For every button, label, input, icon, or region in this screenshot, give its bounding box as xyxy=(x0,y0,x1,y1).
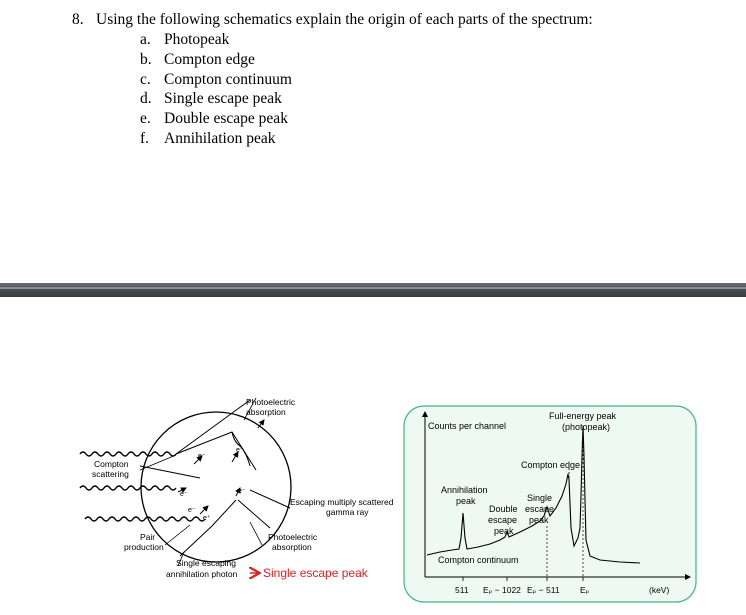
photoelectric-label-bottom: Photoelectric absorption xyxy=(268,532,320,552)
tick-label: 511 xyxy=(455,585,469,595)
escape-path xyxy=(249,489,291,509)
list-item: d. Single escape peak xyxy=(140,89,732,109)
electron-label: e⁻ xyxy=(238,488,246,495)
page-divider-bar xyxy=(0,283,746,297)
list-item: e. Double escape peak xyxy=(140,109,732,129)
photoelectric-label-top: Photoelectric absorption xyxy=(246,397,298,417)
single-escape-annotation: Single escape peak xyxy=(263,566,369,580)
compton-scattering-label: Compton scattering xyxy=(92,459,131,479)
escaping-gamma-label: Escaping multiply scattered gamma ray xyxy=(290,497,396,517)
electron-label: e⁻ xyxy=(236,447,244,454)
list-item: b. Compton edge xyxy=(140,50,732,70)
tick-label: Eₚ − 1022 xyxy=(483,585,521,595)
scatter-path-4 xyxy=(231,431,251,467)
photo-path-bottom xyxy=(237,499,271,529)
y-axis-label: Counts per channel xyxy=(428,421,506,431)
gamma-ray-compton xyxy=(79,451,177,457)
scatter-path-1 xyxy=(175,399,251,455)
spectrum-panel: Counts per channel Full-energy peak (pho… xyxy=(403,405,697,603)
single-escaping-label: Single escaping annihilation photon xyxy=(166,558,238,579)
item-letter: d. xyxy=(140,90,152,108)
item-label: Photopeak xyxy=(164,31,230,48)
gamma-ray-pair xyxy=(84,516,206,522)
gamma-ray-middle xyxy=(79,485,177,491)
item-label: Single escape peak xyxy=(164,90,282,108)
electron-label: e⁻ xyxy=(188,507,196,514)
electron-label: e⁻ xyxy=(198,453,206,460)
annihilation-path-2 xyxy=(211,499,237,527)
electron-label: e⁻ xyxy=(180,491,188,498)
interaction-schematic: e⁻ e⁻ e⁻ e⁻ e⁺ e⁻ Photoelectric absorpti… xyxy=(79,397,396,580)
tick-label: Eₚ − 511 xyxy=(527,585,560,595)
item-letter: e. xyxy=(140,110,151,128)
question-text: Using the following schematics explain t… xyxy=(96,11,593,28)
item-letter: c. xyxy=(140,70,151,88)
full-energy-peak-label: Full-energy peak (photopeak) xyxy=(549,411,619,432)
list-item: f. Annihilation peak xyxy=(140,129,732,149)
annihilation-peak-label: Annihilation peak xyxy=(441,485,490,506)
item-letter: b. xyxy=(140,50,152,68)
item-label: Double escape peak xyxy=(164,110,288,128)
item-label: Annihilation peak xyxy=(164,129,276,147)
positron-label: e⁺ xyxy=(203,514,211,522)
item-letter: a. xyxy=(140,31,151,48)
spectrum-panel-frame xyxy=(403,405,697,603)
compton-continuum-label: Compton continuum xyxy=(438,555,519,565)
scatter-path-2 xyxy=(139,465,201,479)
question-number: 8. xyxy=(72,11,84,28)
list-item: c. Compton continuum xyxy=(140,70,732,90)
question-block: 8. Using the following schematics explain… xyxy=(72,10,732,149)
question-prompt: 8. Using the following schematics explain… xyxy=(72,10,732,29)
list-item: a. Photopeak xyxy=(140,30,732,50)
annihilation-path xyxy=(179,525,213,557)
compton-edge-label: Compton edge xyxy=(521,460,580,470)
spectrum-curve xyxy=(426,425,641,564)
item-letter: f. xyxy=(140,129,150,147)
single-escape-label: Single escape peak xyxy=(525,493,557,525)
item-label: Compton edge xyxy=(164,50,255,68)
double-escape-label: Double escape peak xyxy=(488,504,520,536)
x-unit-label: (keV) xyxy=(649,585,669,595)
answer-list: a. Photopeak b. Compton edge c. Compton con… xyxy=(72,30,732,149)
pair-production-label: Pair production xyxy=(124,532,164,552)
item-label: Compton continuum xyxy=(164,70,292,88)
tick-label: Eₚ xyxy=(580,585,590,595)
